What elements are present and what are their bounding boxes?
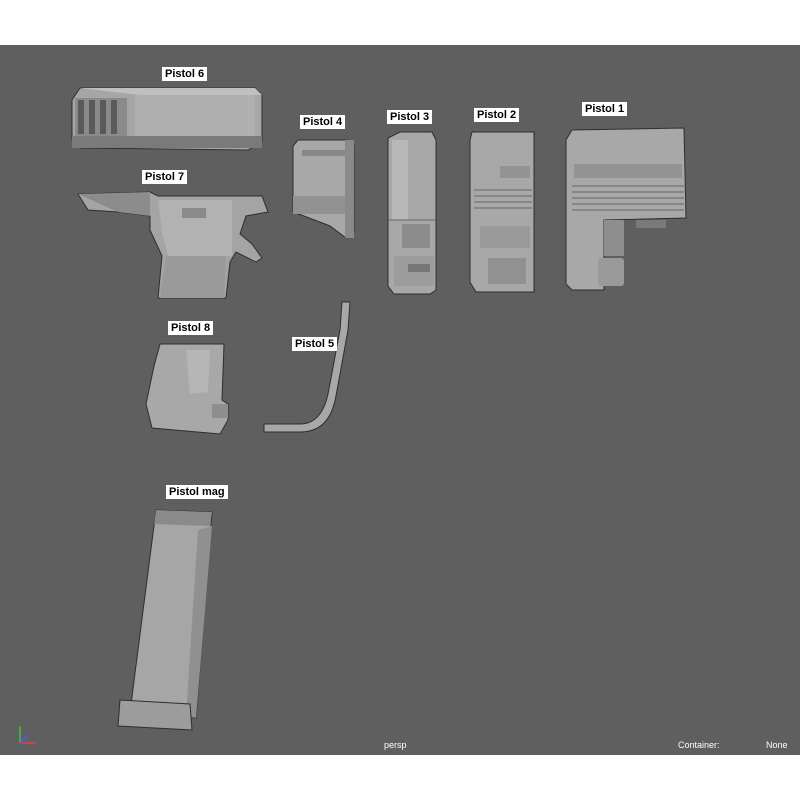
camera-name: persp — [384, 740, 407, 750]
maya-viewport[interactable]: Pistol 6 Pistol 4 Pistol 3 Pistol 2 Pist… — [0, 45, 800, 755]
label-pistol-mag: Pistol mag — [166, 485, 228, 499]
pistol-3-model[interactable] — [387, 131, 437, 295]
pistol-5-model[interactable] — [263, 301, 351, 433]
label-pistol-1: Pistol 1 — [582, 102, 628, 116]
scene-models[interactable] — [0, 45, 800, 755]
pistol-2-model[interactable] — [469, 131, 535, 293]
pistol-6-model[interactable] — [71, 87, 263, 151]
container-label: Container: — [678, 740, 720, 750]
pistol-4-model[interactable] — [292, 139, 355, 239]
label-pistol-2: Pistol 2 — [474, 108, 520, 122]
pistol-1-model[interactable] — [565, 127, 687, 291]
pistol-mag-model[interactable] — [117, 509, 213, 731]
label-pistol-8: Pistol 8 — [168, 321, 214, 335]
container-value: None — [766, 740, 788, 750]
label-pistol-6: Pistol 6 — [162, 67, 208, 81]
axis-gizmo-icon — [19, 726, 36, 744]
label-pistol-5: Pistol 5 — [292, 337, 338, 351]
label-pistol-4: Pistol 4 — [300, 115, 346, 129]
pistol-8-model[interactable] — [145, 343, 229, 435]
label-pistol-3: Pistol 3 — [387, 110, 433, 124]
pistol-7-model[interactable] — [77, 191, 269, 299]
label-pistol-7: Pistol 7 — [142, 170, 188, 184]
